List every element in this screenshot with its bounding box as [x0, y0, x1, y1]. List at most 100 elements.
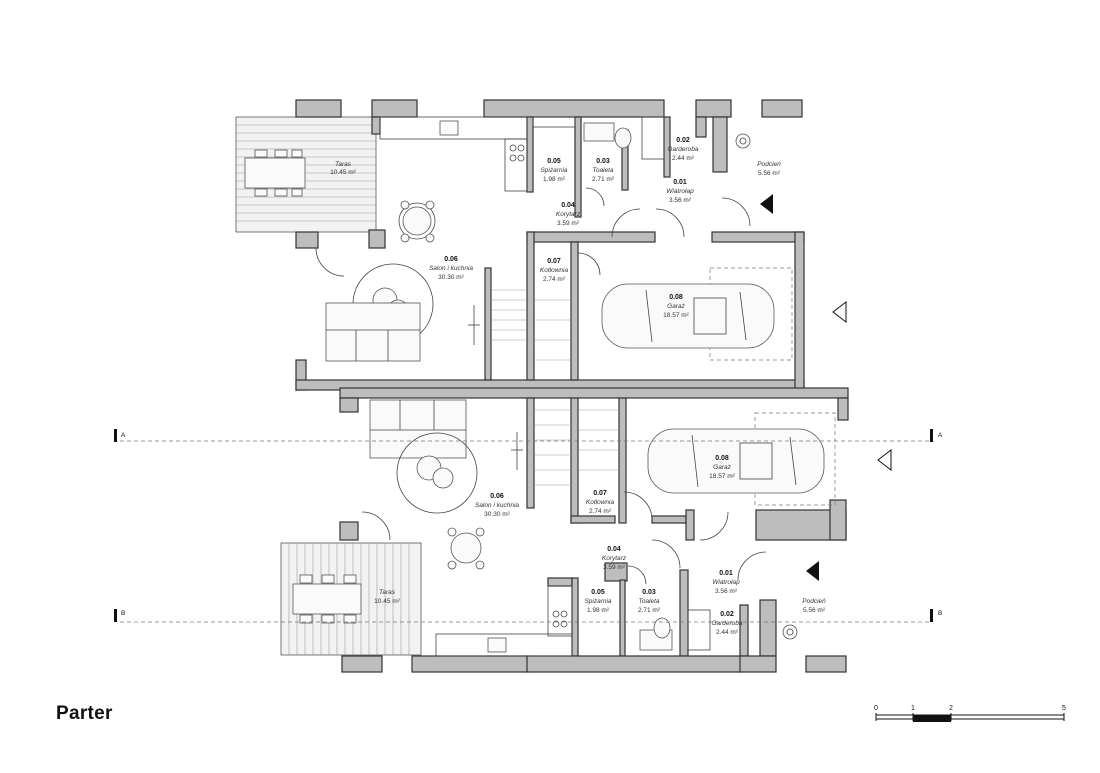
- section-b-left-label: B: [121, 610, 125, 617]
- room-label-0-07: 0.07 Kotłownia 2.74 m²: [586, 490, 615, 515]
- svg-text:Podcień: Podcień: [757, 161, 781, 168]
- svg-text:0.01: 0.01: [719, 570, 733, 577]
- svg-text:0.08: 0.08: [669, 294, 683, 301]
- scale-label-1: 1: [911, 705, 915, 712]
- svg-text:0.04: 0.04: [607, 546, 621, 553]
- svg-text:Korytarz: Korytarz: [556, 211, 581, 218]
- svg-text:3.59 m²: 3.59 m²: [557, 220, 580, 227]
- upper-entry-arrow-outline-icon: [832, 300, 847, 324]
- svg-text:Toaleta: Toaleta: [592, 167, 613, 174]
- svg-text:Salon i kuchnia: Salon i kuchnia: [475, 502, 519, 509]
- svg-text:0.02: 0.02: [720, 611, 734, 618]
- room-label-0-06: 0.06 Salon i kuchnia 30.30 m²: [475, 493, 519, 518]
- svg-text:0.05: 0.05: [547, 158, 561, 165]
- lower-fixtures: [369, 399, 711, 657]
- lower-entry-arrow-icon: [806, 561, 819, 581]
- room-label-0-05: 0.05 Spiżarnia 1.98 m²: [584, 589, 611, 614]
- room-label-taras: Taras 10.45 m²: [330, 161, 356, 176]
- room-label-0-03: 0.03 Toaleta 2.71 m²: [592, 158, 615, 183]
- svg-text:10.45 m²: 10.45 m²: [374, 598, 400, 605]
- svg-text:30.30 m²: 30.30 m²: [484, 511, 510, 518]
- svg-text:3.56 m²: 3.56 m²: [715, 588, 738, 595]
- upper-walls: [295, 99, 805, 391]
- room-label-0-01: 0.01 Wiatrołap 3.56 m²: [666, 179, 694, 204]
- svg-text:Salon i kuchnia: Salon i kuchnia: [429, 265, 473, 272]
- room-label-0-02: 0.02 Garderoba 2.44 m²: [711, 611, 742, 636]
- svg-text:Taras: Taras: [379, 589, 396, 596]
- svg-text:0.07: 0.07: [547, 258, 561, 265]
- room-label-taras: Taras 10.45 m²: [374, 589, 400, 605]
- svg-text:0.01: 0.01: [673, 179, 687, 186]
- room-label-0-04: 0.04 Korytarz 3.59 m²: [602, 546, 627, 571]
- svg-text:2.44 m²: 2.44 m²: [716, 629, 739, 636]
- scale-label-5: 5: [1062, 705, 1066, 712]
- room-label-0-08: 0.08 Garaż 18.57 m²: [709, 455, 735, 480]
- svg-text:5.56 m²: 5.56 m²: [758, 170, 781, 177]
- lower-terrace-deck: [280, 542, 422, 656]
- section-b-right-label: B: [938, 610, 942, 617]
- upper-unit: [235, 99, 847, 391]
- room-label-0-01: 0.01 Wiatrołap 3.56 m²: [712, 570, 740, 595]
- room-label-podcien: Podcień 5.56 m²: [802, 598, 826, 614]
- svg-text:0.04: 0.04: [561, 202, 575, 209]
- lower-room-labels: 0.08 Garaż 18.57 m² 0.06 Salon i kuchnia…: [374, 455, 826, 636]
- room-label-0-05: 0.05 Spiżarnia 1.98 m²: [540, 158, 567, 183]
- upper-doors: [315, 187, 751, 277]
- svg-text:Taras: Taras: [335, 161, 352, 168]
- lower-unit: [280, 387, 892, 673]
- svg-text:Spiżarnia: Spiżarnia: [584, 598, 611, 605]
- room-label-0-02: 0.02 Garderoba 2.44 m²: [667, 137, 698, 162]
- scale-label-0: 0: [874, 705, 878, 712]
- svg-text:2.74 m²: 2.74 m²: [589, 508, 612, 515]
- svg-text:Korytarz: Korytarz: [602, 555, 627, 562]
- svg-text:2.71 m²: 2.71 m²: [638, 607, 661, 614]
- upper-entry-arrow-icon: [760, 194, 773, 214]
- lower-garage: [647, 412, 836, 506]
- room-label-0-03: 0.03 Toaleta 2.71 m²: [638, 589, 661, 614]
- svg-text:10.45 m²: 10.45 m²: [330, 169, 356, 176]
- room-label-0-07: 0.07 Kotłownia 2.74 m²: [540, 258, 569, 283]
- svg-text:0.05: 0.05: [591, 589, 605, 596]
- lower-doors: [361, 491, 767, 585]
- upper-terrace-deck: [235, 116, 377, 233]
- svg-text:Spiżarnia: Spiżarnia: [540, 167, 567, 174]
- svg-text:Kotłownia: Kotłownia: [586, 499, 615, 506]
- svg-text:Garaż: Garaż: [713, 464, 731, 471]
- svg-text:0.08: 0.08: [715, 455, 729, 462]
- svg-text:Toaleta: Toaleta: [638, 598, 659, 605]
- svg-text:18.57 m²: 18.57 m²: [709, 473, 735, 480]
- scale-label-2: 2: [949, 705, 953, 712]
- svg-text:0.07: 0.07: [593, 490, 607, 497]
- section-line-a: A A: [114, 429, 943, 442]
- svg-text:30.30 m²: 30.30 m²: [438, 274, 464, 281]
- svg-text:2.44 m²: 2.44 m²: [672, 155, 695, 162]
- upper-fixtures: [325, 116, 665, 362]
- lower-entry-arrow-outline-icon: [877, 448, 892, 472]
- svg-text:1.98 m²: 1.98 m²: [587, 607, 610, 614]
- lower-walls: [339, 387, 849, 673]
- plan-title: Parter: [56, 703, 113, 724]
- svg-text:Podcień: Podcień: [802, 598, 826, 605]
- svg-text:Garaż: Garaż: [667, 303, 685, 310]
- room-label-0-08: 0.08 Garaż 18.57 m²: [663, 294, 689, 319]
- svg-text:2.71 m²: 2.71 m²: [592, 176, 615, 183]
- svg-text:0.03: 0.03: [596, 158, 610, 165]
- scale-bar: 0 1 2 5: [874, 705, 1066, 722]
- upper-garage: [601, 267, 793, 361]
- svg-text:0.02: 0.02: [676, 137, 690, 144]
- section-a-left-label: A: [121, 432, 126, 439]
- svg-text:Garderoba: Garderoba: [711, 620, 742, 627]
- svg-text:3.59 m²: 3.59 m²: [603, 564, 626, 571]
- svg-text:0.06: 0.06: [490, 493, 504, 500]
- svg-text:Wiatrołap: Wiatrołap: [666, 188, 694, 195]
- svg-text:5.56 m²: 5.56 m²: [803, 607, 826, 614]
- room-label-0-04: 0.04 Korytarz 3.59 m²: [556, 202, 581, 227]
- svg-text:Kotłownia: Kotłownia: [540, 267, 569, 274]
- lower-podcien-plants-icon: [782, 624, 798, 640]
- svg-text:18.57 m²: 18.57 m²: [663, 312, 689, 319]
- svg-text:0.03: 0.03: [642, 589, 656, 596]
- upper-room-labels: Taras 10.45 m² 0.05 Spiżarnia 1.98 m² 0.…: [330, 137, 781, 319]
- svg-text:3.56 m²: 3.56 m²: [669, 197, 692, 204]
- upper-podcien-plants-icon: [735, 133, 751, 149]
- room-label-0-06: 0.06 Salon i kuchnia 30.30 m²: [429, 256, 473, 281]
